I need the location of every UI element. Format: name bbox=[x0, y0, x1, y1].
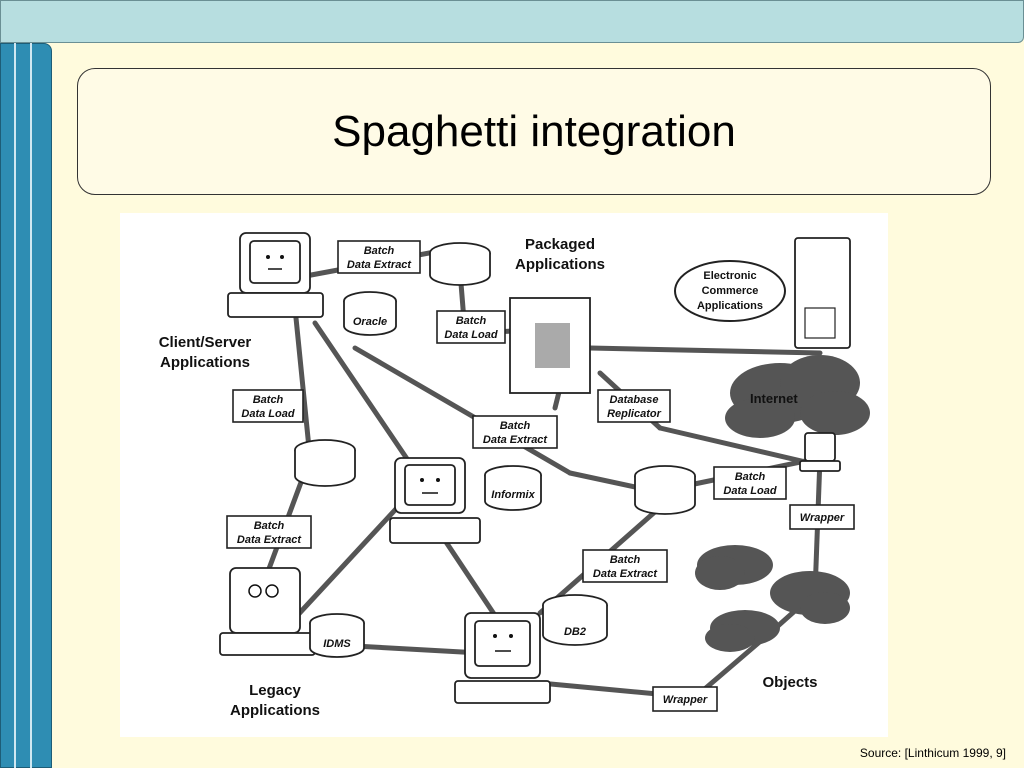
ecommerce-label-2: Commerce bbox=[702, 285, 759, 297]
box-label: Batch bbox=[610, 554, 641, 566]
object-cloud bbox=[695, 545, 850, 652]
box-label: Database bbox=[610, 394, 659, 406]
box-label: Batch bbox=[254, 520, 285, 532]
oracle-label: Oracle bbox=[353, 316, 387, 328]
informix-label: Informix bbox=[491, 489, 535, 501]
bottom-pc bbox=[454, 612, 551, 704]
informix-database: Informix bbox=[484, 465, 542, 511]
box-label: Wrapper bbox=[663, 694, 708, 706]
source-citation: Source: [Linthicum 1999, 9] bbox=[859, 746, 1006, 760]
ecommerce-label-3: Applications bbox=[697, 300, 763, 312]
objects-label: Objects bbox=[762, 674, 817, 691]
batch-extract-box: Batch Data Extract bbox=[226, 515, 312, 549]
batch-load-box: Batch Data Load bbox=[713, 466, 787, 500]
connector bbox=[312, 320, 423, 481]
center-pc bbox=[389, 457, 481, 544]
top-bar bbox=[0, 0, 1024, 43]
batch-load-box: Batch Data Load bbox=[232, 389, 304, 423]
connector bbox=[437, 530, 503, 626]
batch-extract-box: Batch Data Extract bbox=[337, 240, 421, 274]
client-server-label-1: Client/Server bbox=[159, 334, 252, 351]
box-label: Data Extract bbox=[593, 568, 659, 580]
internet-pc bbox=[799, 432, 841, 472]
oracle-database: Oracle bbox=[343, 291, 397, 336]
box-label: Data Extract bbox=[347, 259, 413, 271]
box-label: Batch bbox=[364, 245, 395, 257]
idms-database: IDMS bbox=[309, 613, 365, 658]
client-server-pc bbox=[227, 232, 324, 318]
db2-database: DB2 bbox=[542, 594, 608, 646]
box-label: Data Load bbox=[241, 408, 294, 420]
database bbox=[294, 439, 356, 487]
packaged-label-1: Packaged bbox=[525, 236, 595, 253]
box-label: Data Extract bbox=[237, 534, 303, 546]
connector bbox=[292, 305, 313, 461]
box-label: Replicator bbox=[607, 408, 662, 420]
box-label: Wrapper bbox=[800, 512, 845, 524]
connector bbox=[587, 345, 823, 356]
connector bbox=[657, 425, 813, 466]
ecommerce-label-1: Electronic bbox=[703, 270, 756, 282]
box-label: Batch bbox=[456, 315, 487, 327]
title-box: Spaghetti integration bbox=[77, 68, 991, 195]
box-label: Batch bbox=[253, 394, 284, 406]
box-label: Data Load bbox=[444, 329, 497, 341]
connector bbox=[352, 345, 573, 476]
box-label: Batch bbox=[735, 471, 766, 483]
ecommerce-node: Electronic Commerce Applications bbox=[674, 260, 786, 322]
db2-label: DB2 bbox=[564, 626, 586, 638]
wrapper-box: Wrapper bbox=[652, 686, 718, 712]
side-line bbox=[30, 43, 32, 768]
slide-title: Spaghetti integration bbox=[332, 106, 736, 156]
client-server-label-2: Applications bbox=[160, 354, 250, 371]
packaged-app-box bbox=[509, 297, 591, 394]
packaged-label-2: Applications bbox=[515, 256, 605, 273]
box-label: Data Extract bbox=[483, 434, 549, 446]
legacy-pc bbox=[219, 567, 316, 656]
batch-load-box: Batch Data Load bbox=[436, 310, 506, 344]
legacy-label-1: Legacy bbox=[249, 682, 301, 699]
side-line bbox=[14, 43, 16, 768]
database bbox=[429, 242, 491, 286]
batch-extract-box: Batch Data Extract bbox=[472, 415, 558, 449]
internet-label: Internet bbox=[750, 391, 798, 406]
side-bar bbox=[0, 43, 52, 768]
legacy-label-2: Applications bbox=[230, 702, 320, 719]
internet-cloud: Internet bbox=[725, 355, 870, 438]
idms-label: IDMS bbox=[323, 638, 351, 650]
database bbox=[634, 465, 696, 515]
db-replicator-box: Database Replicator bbox=[597, 389, 671, 423]
wrapper-box: Wrapper bbox=[789, 504, 855, 530]
integration-diagram: Internet bbox=[120, 213, 888, 737]
server-tower bbox=[794, 237, 851, 349]
box-label: Data Load bbox=[723, 485, 776, 497]
box-label: Batch bbox=[500, 420, 531, 432]
connector bbox=[567, 470, 643, 491]
batch-extract-box: Batch Data Extract bbox=[582, 549, 668, 583]
